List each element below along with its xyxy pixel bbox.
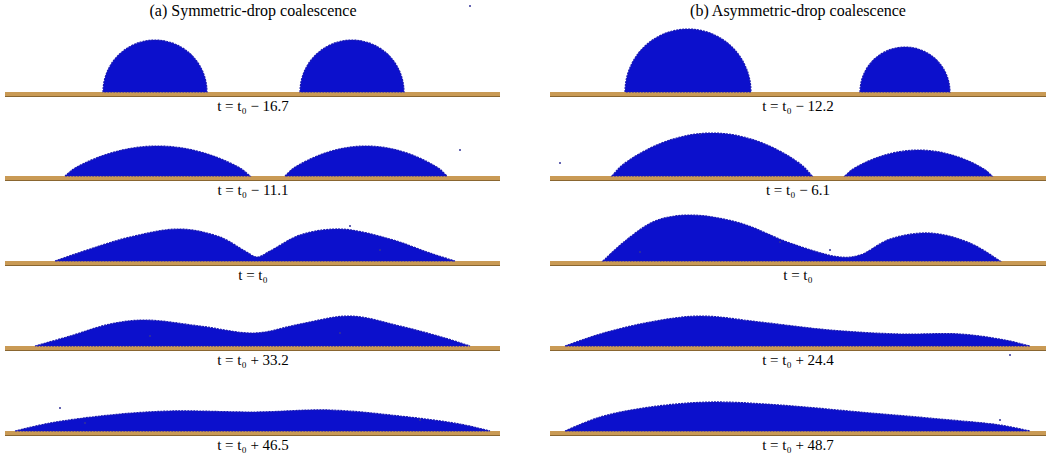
substrate-edge bbox=[5, 96, 500, 97]
substrate-edge bbox=[5, 180, 500, 181]
vapour-molecule bbox=[1009, 354, 1011, 356]
vapour-molecule bbox=[149, 335, 151, 337]
liquid-drop bbox=[103, 40, 207, 92]
time-label: t = t₀ − 12.2 bbox=[760, 98, 836, 115]
time-label: t = t₀ − 16.7 bbox=[215, 98, 291, 115]
liquid-drop bbox=[565, 316, 1030, 346]
vapour-molecule bbox=[639, 251, 641, 253]
liquid-drop bbox=[55, 229, 455, 261]
time-label: t = t₀ + 46.5 bbox=[215, 437, 291, 454]
panel-heading: (a) Symmetric-drop coalescence bbox=[149, 2, 356, 20]
liquid-drop bbox=[625, 29, 751, 92]
vapour-molecule bbox=[349, 225, 351, 227]
substrate-edge bbox=[5, 265, 500, 266]
vapour-molecule bbox=[779, 241, 781, 243]
liquid-drop bbox=[300, 40, 404, 92]
substrate-edge bbox=[550, 350, 1046, 351]
vapour-molecule bbox=[379, 249, 381, 251]
liquid-drop bbox=[65, 146, 250, 176]
vapour-molecule bbox=[469, 5, 471, 7]
time-label: t = t₀ − 6.1 bbox=[764, 182, 832, 199]
liquid-drop bbox=[860, 47, 950, 92]
vapour-molecule bbox=[559, 162, 561, 164]
liquid-drop bbox=[612, 133, 812, 176]
vapour-molecule bbox=[84, 422, 86, 424]
substrate bbox=[5, 92, 500, 96]
vapour-molecule bbox=[999, 419, 1001, 421]
substrates bbox=[5, 92, 1046, 436]
vapour-molecule bbox=[829, 249, 831, 251]
liquid-drop bbox=[15, 410, 490, 431]
time-label: t = t₀ + 24.4 bbox=[760, 352, 836, 369]
substrate-edge bbox=[550, 96, 1046, 97]
time-label: t = t₀ + 48.7 bbox=[760, 437, 836, 454]
time-label: t = t₀ bbox=[236, 267, 270, 284]
substrate-edge bbox=[550, 265, 1046, 266]
liquid-drop bbox=[565, 402, 1030, 431]
substrate-edge bbox=[5, 350, 500, 351]
liquid-drop bbox=[285, 146, 447, 176]
substrate bbox=[550, 92, 1046, 96]
liquid-drop bbox=[603, 215, 1000, 261]
substrate-edge bbox=[550, 435, 1046, 436]
liquid-drop bbox=[35, 316, 470, 346]
time-label: t = t₀ + 33.2 bbox=[215, 352, 291, 369]
drops bbox=[15, 5, 1030, 431]
time-label: t = t₀ − 11.1 bbox=[215, 182, 290, 199]
vapour-molecule bbox=[419, 419, 421, 421]
time-label: t = t₀ bbox=[781, 267, 815, 284]
liquid-drop bbox=[845, 150, 992, 176]
vapour-molecule bbox=[459, 149, 461, 151]
substrate-edge bbox=[550, 180, 1046, 181]
substrate-edge bbox=[5, 435, 500, 436]
vapour-molecule bbox=[59, 407, 61, 409]
vapour-molecule bbox=[699, 133, 701, 135]
panel-heading: (b) Asymmetric-drop coalescence bbox=[690, 2, 906, 20]
vapour-molecule bbox=[339, 332, 341, 334]
